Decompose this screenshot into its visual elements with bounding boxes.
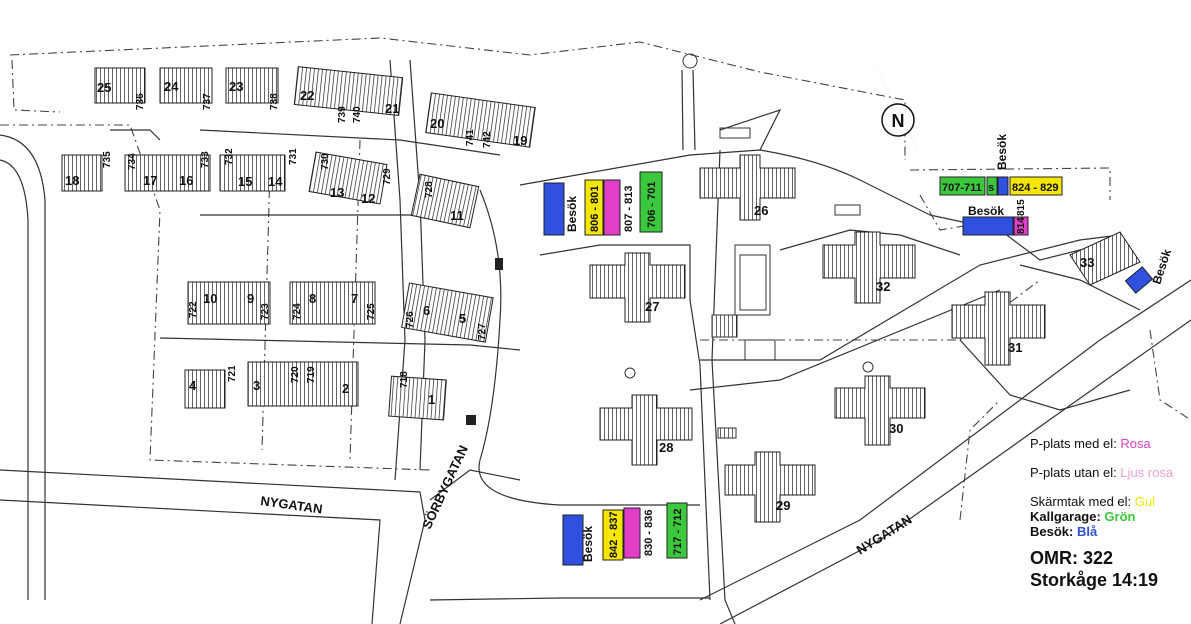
building-27: 27 [645, 299, 659, 314]
omr-label: OMR: 322 [1030, 548, 1114, 568]
building-1: 1 [428, 392, 435, 407]
building-labels: 25 24 23 22 21 20 19 18 17 16 15 14 13 1… [65, 79, 1094, 513]
property-label: Storkåge 14:19 [1030, 570, 1159, 590]
parking-807-813: 807 - 813 [623, 186, 635, 232]
parking-842-837: 842 - 837 [608, 512, 620, 558]
building-13: 13 [330, 185, 344, 200]
parking-besok-1: Besök [565, 196, 579, 232]
building-12: 12 [361, 191, 375, 206]
east-buildings [589, 154, 1141, 523]
building-10: 10 [203, 291, 217, 306]
legend-gron: Kallgarage: Grön [1030, 509, 1136, 524]
building-29: 29 [776, 498, 790, 513]
building-17: 17 [143, 173, 157, 188]
legend: P-plats med el: Rosa P-plats utan el: Lj… [1030, 436, 1190, 591]
svg-text:732: 732 [224, 148, 235, 165]
building-32: 32 [876, 279, 890, 294]
svg-text:725: 725 [366, 303, 377, 320]
parking-besok-3: Besök [968, 204, 1004, 218]
parking-830-836: 830 - 836 [643, 510, 655, 556]
svg-text:741: 741 [465, 129, 476, 146]
building-33: 33 [1080, 255, 1094, 270]
building-15: 15 [238, 174, 252, 189]
garage-labels: 736 737 738 739 740 741 742 735 734 733 … [102, 93, 493, 388]
svg-text:718: 718 [399, 371, 410, 388]
parking-707-711: 707-711 [942, 182, 982, 194]
building-16: 16 [179, 173, 193, 188]
svg-text:726: 726 [405, 311, 416, 328]
svg-text:733: 733 [200, 151, 211, 168]
building-28: 28 [659, 440, 673, 455]
svg-text:740: 740 [352, 106, 363, 123]
parking-706-701: 706 - 701 [646, 182, 658, 228]
svg-text:734: 734 [127, 153, 138, 170]
parking-806-801: 806 - 801 [589, 186, 601, 232]
building-26: 26 [754, 203, 768, 218]
parking-besok-5: Besök [1150, 247, 1175, 286]
parking-814: 814 [1016, 217, 1027, 234]
svg-text:730: 730 [320, 153, 331, 170]
building-8: 8 [309, 291, 316, 306]
svg-text:727: 727 [477, 323, 488, 340]
building-14: 14 [268, 174, 283, 189]
building-7: 7 [351, 291, 358, 306]
building-19: 19 [513, 133, 527, 148]
svg-text:731: 731 [288, 148, 299, 165]
street-sorbygatan: SÖRBYGATAN [419, 443, 471, 531]
svg-text:N: N [892, 111, 905, 131]
building-31: 31 [1008, 340, 1022, 355]
parking-717-712: 717 - 712 [672, 509, 684, 555]
building-20: 20 [430, 116, 444, 131]
svg-text:719: 719 [306, 366, 317, 383]
street-nygatan-west: NYGATAN [260, 493, 324, 517]
svg-text:723: 723 [260, 303, 271, 320]
building-6: 6 [423, 303, 430, 318]
parking-zones [543, 171, 1154, 566]
building-5: 5 [459, 311, 466, 326]
north-arrow-icon: N [868, 50, 922, 160]
parking-815: 815 [1016, 199, 1027, 216]
svg-text:738: 738 [269, 93, 280, 110]
building-11: 11 [450, 208, 464, 223]
legend-bla: Besök: Blå [1030, 524, 1098, 539]
svg-text:729: 729 [382, 168, 393, 185]
legend-rosa: P-plats med el: Rosa [1030, 436, 1151, 451]
svg-text:742: 742 [482, 131, 493, 148]
svg-text:724: 724 [292, 303, 303, 320]
parking-s: s [988, 182, 994, 194]
building-3: 3 [253, 378, 260, 393]
svg-text:737: 737 [202, 93, 213, 110]
building-30: 30 [889, 421, 903, 436]
building-18: 18 [65, 173, 79, 188]
svg-text:728: 728 [424, 181, 435, 198]
svg-text:736: 736 [135, 93, 146, 110]
building-2: 2 [342, 381, 349, 396]
legend-ljus-rosa: P-plats utan el: Ljus rosa [1030, 465, 1174, 480]
area-info: OMR: 322 Storkåge 14:19 [1030, 547, 1190, 591]
building-23: 23 [229, 79, 243, 94]
west-buildings [61, 66, 536, 421]
svg-text:735: 735 [102, 151, 113, 168]
svg-text:720: 720 [290, 366, 301, 383]
building-9: 9 [247, 291, 254, 306]
building-21: 21 [385, 101, 399, 116]
svg-text:739: 739 [337, 106, 348, 123]
parking-besok-2: Besök [581, 526, 595, 562]
building-25: 25 [97, 80, 111, 95]
building-22: 22 [300, 88, 314, 103]
building-24: 24 [164, 79, 179, 94]
svg-text:721: 721 [227, 365, 238, 382]
legend-gul: Skärmtak med el: Gul [1030, 494, 1155, 509]
svg-text:722: 722 [188, 301, 199, 318]
parking-besok-4: Besök [995, 134, 1009, 170]
parking-824-829: 824 - 829 [1012, 182, 1058, 194]
building-4: 4 [189, 378, 197, 393]
